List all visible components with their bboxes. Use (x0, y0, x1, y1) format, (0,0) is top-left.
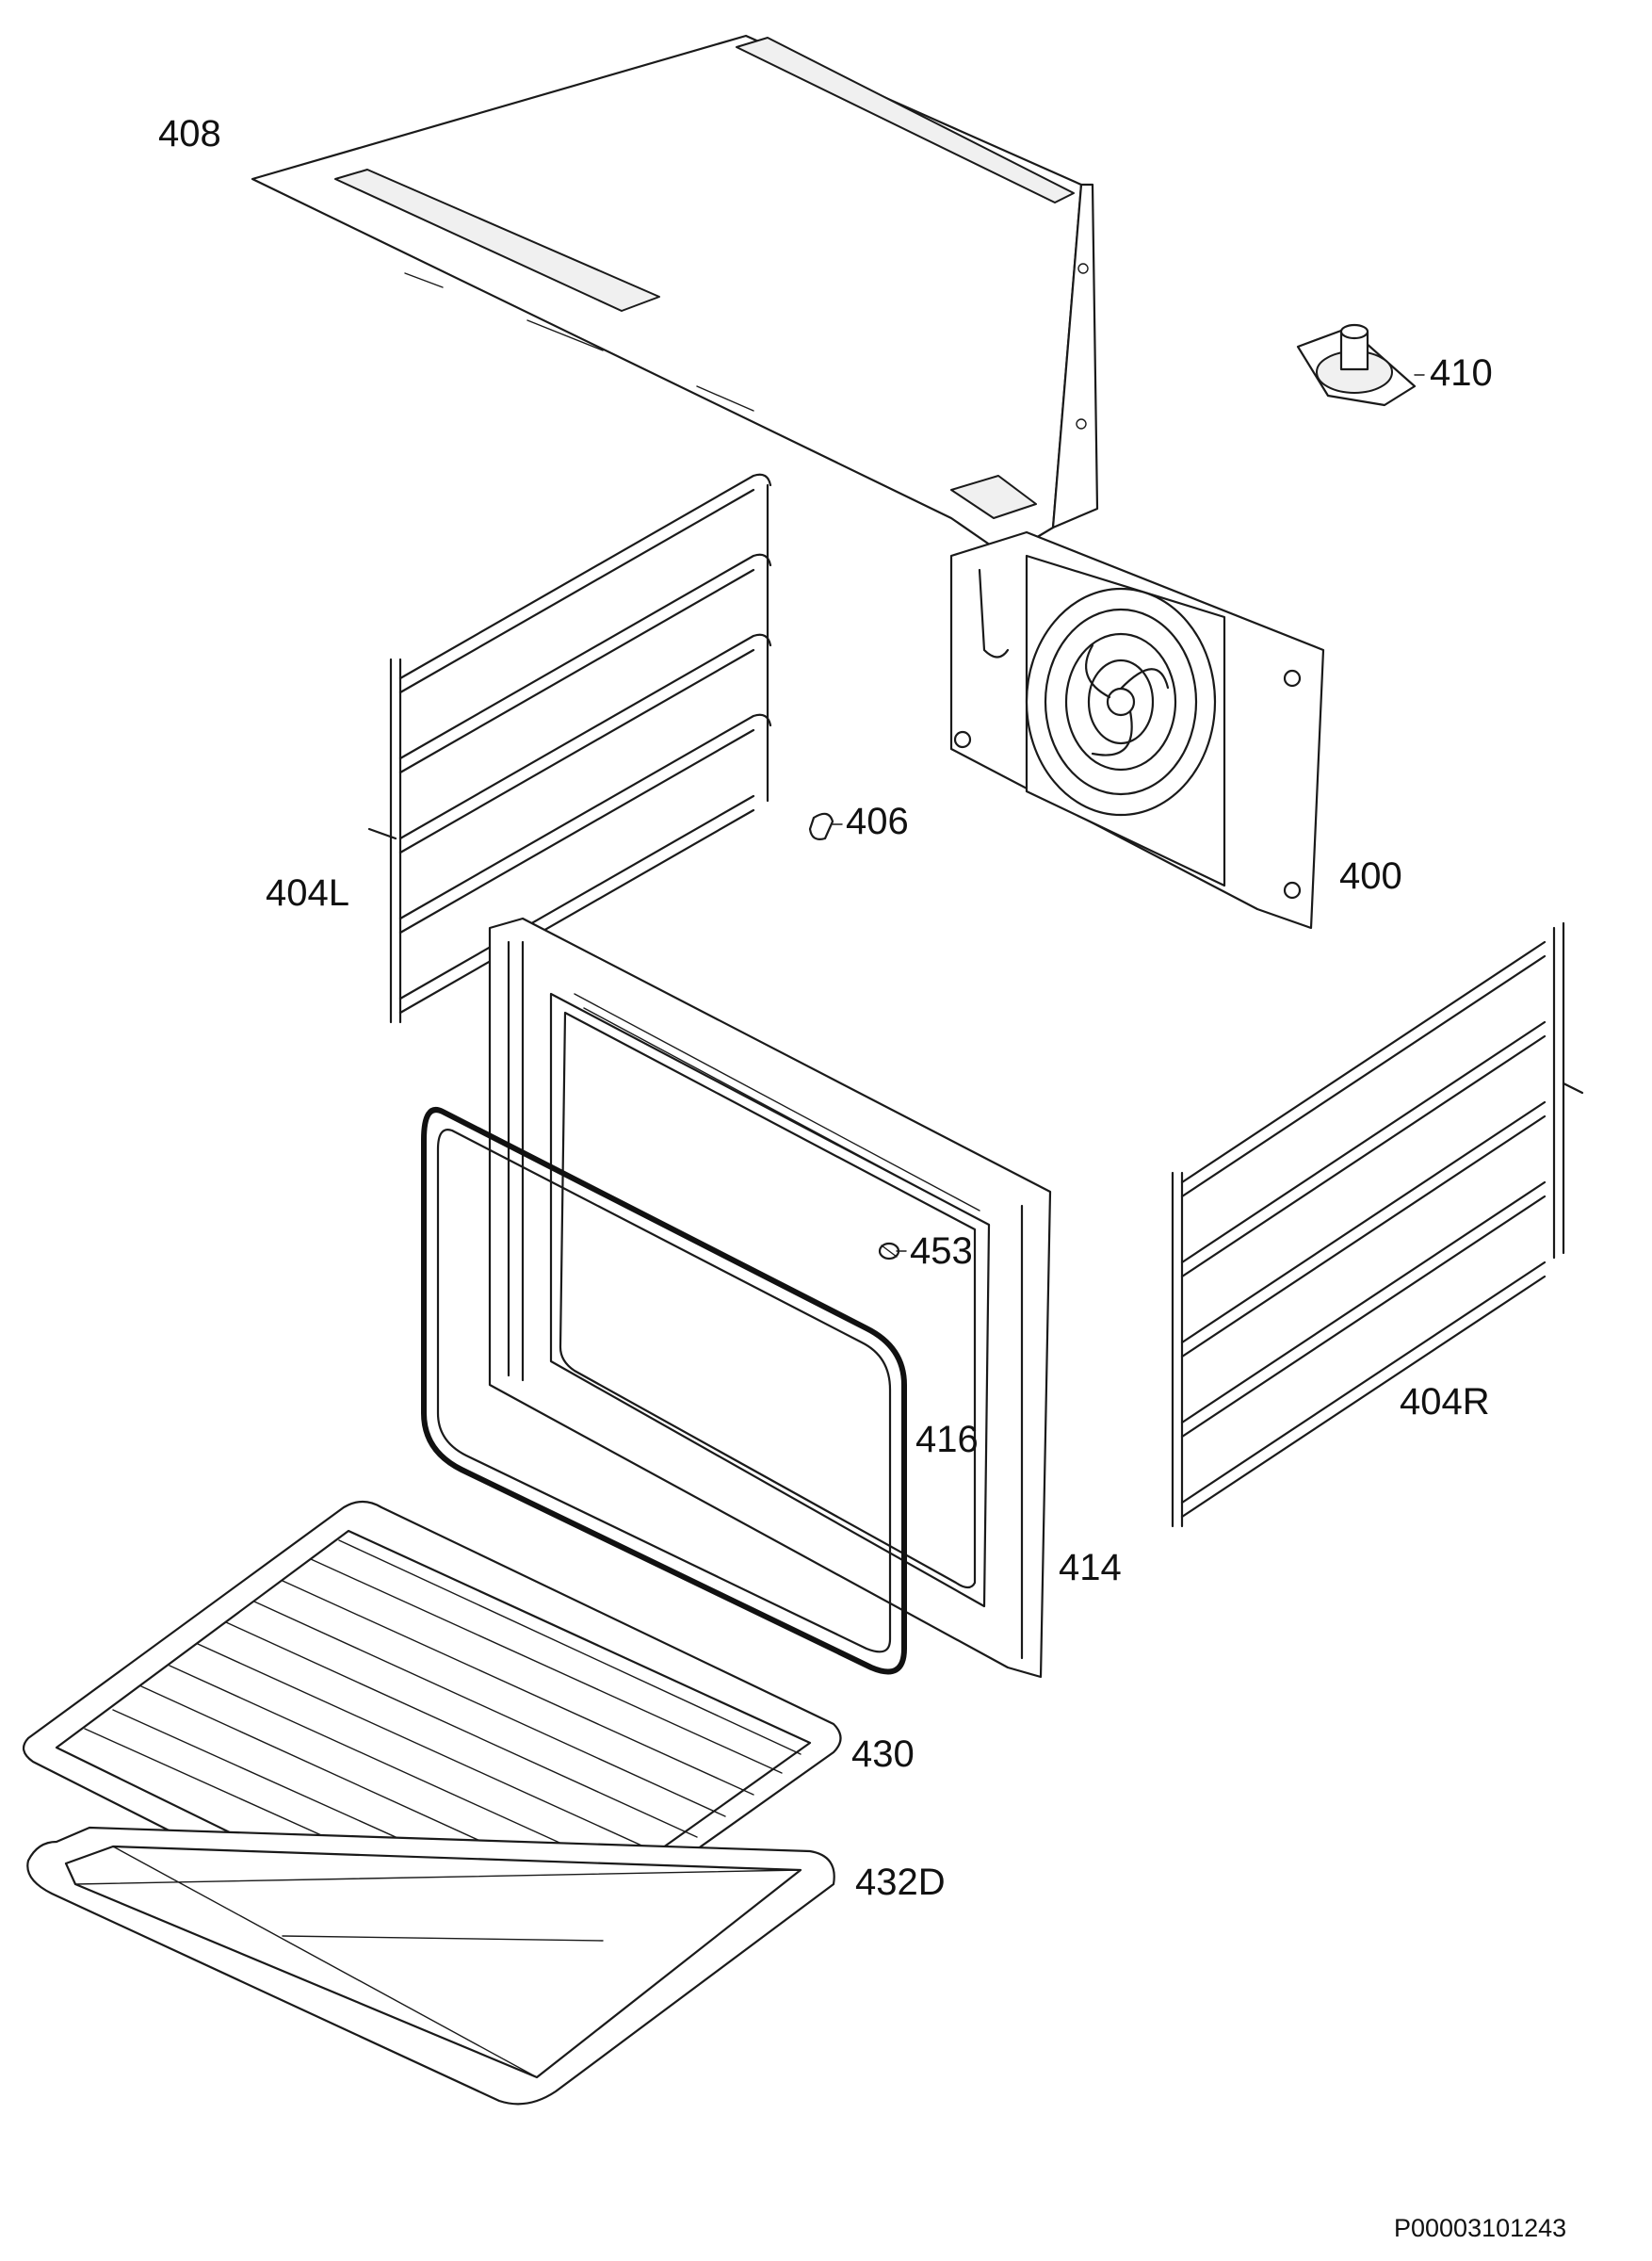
part-label-410: 410 (1430, 352, 1493, 394)
part-453-screw (878, 1242, 900, 1261)
part-label-430: 430 (851, 1733, 915, 1775)
part-414-door-frame (488, 917, 1052, 1679)
part-408-top-panel (251, 34, 1099, 558)
part-label-408: 408 (158, 113, 221, 155)
part-label-414: 414 (1059, 1547, 1122, 1588)
part-label-404L: 404L (266, 872, 349, 914)
part-label-404R: 404R (1400, 1381, 1490, 1423)
part-432D-baking-tray (26, 1826, 835, 2106)
leader-lines (832, 374, 1425, 1252)
part-416-door-gasket (421, 1107, 907, 1675)
part-label-406: 406 (846, 801, 909, 842)
part-label-400: 400 (1339, 855, 1402, 897)
part-label-453: 453 (910, 1230, 973, 1272)
part-label-416: 416 (915, 1419, 979, 1460)
part-400-back-panel (949, 530, 1325, 930)
part-404R-right-runner (1171, 921, 1584, 1528)
document-code: P00003101243 (1394, 2214, 1567, 2242)
part-406-clip (808, 812, 834, 840)
part-404L-left-runner (367, 473, 772, 1024)
part-label-432D: 432D (855, 1862, 946, 1903)
part-410-fan-motor (1296, 323, 1417, 407)
